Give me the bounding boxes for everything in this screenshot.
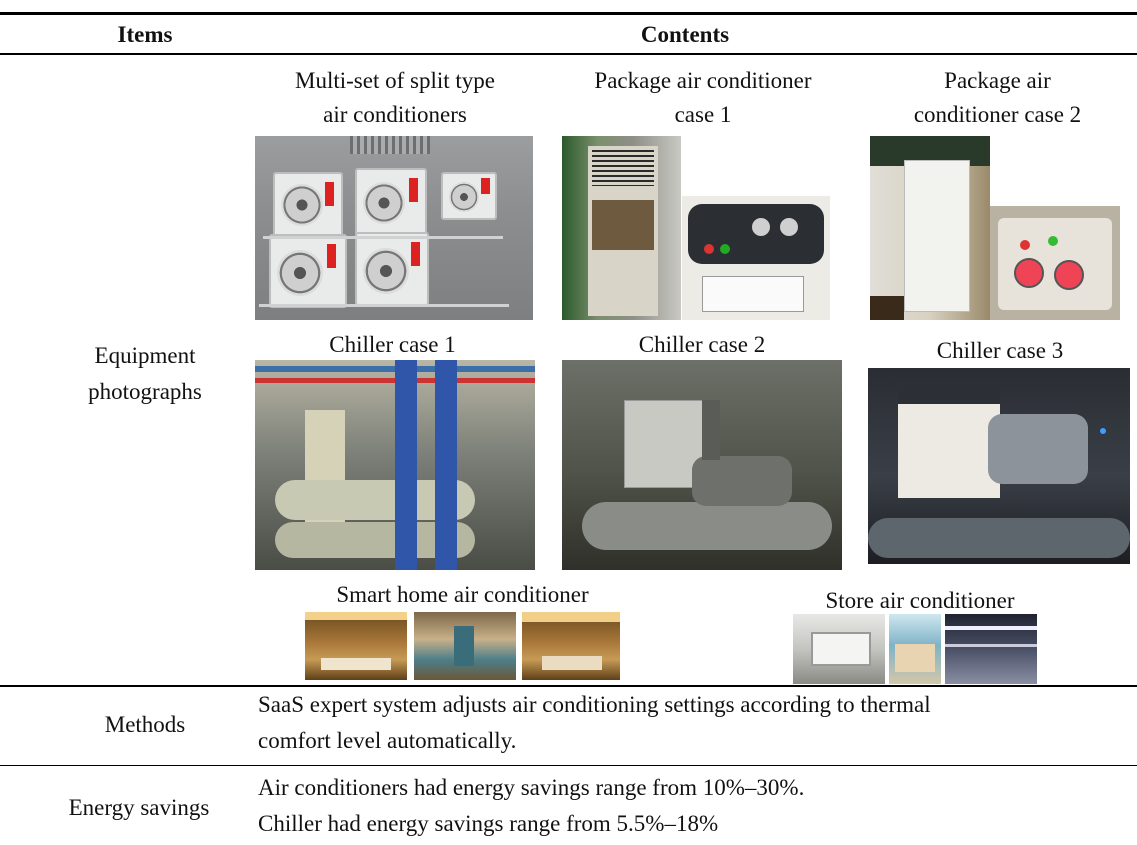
photo-chiller-1	[255, 360, 535, 570]
top-rule	[0, 12, 1137, 15]
methods-label: Methods	[104, 712, 186, 737]
photo-store-1	[793, 614, 885, 684]
caption-split-ac: Multi-set of split type air conditioners	[295, 68, 495, 127]
photo-smart-home-2	[414, 612, 516, 680]
photo-package-ac-1-panel	[682, 196, 830, 320]
photo-chiller-3	[868, 368, 1130, 564]
caption-chiller-3: Chiller case 3	[936, 338, 1064, 363]
caption-store: Store air conditioner	[825, 588, 1015, 613]
equipment-label: Equipment photographs	[40, 338, 250, 410]
photo-split-ac	[255, 136, 533, 320]
header-contents: Contents	[640, 22, 730, 47]
methods-text: SaaS expert system adjusts air condition…	[258, 692, 931, 753]
row-rule-methods	[0, 685, 1137, 687]
header-items: Items	[117, 22, 173, 47]
row-rule-energy	[0, 765, 1137, 766]
photo-store-3	[945, 614, 1037, 684]
photo-chiller-2	[562, 360, 842, 570]
caption-chiller-1: Chiller case 1	[329, 332, 456, 357]
energy-label: Energy savings	[68, 795, 210, 820]
header-rule	[0, 53, 1137, 55]
caption-package-ac-2: Package air conditioner case 2	[913, 68, 1082, 127]
caption-chiller-2: Chiller case 2	[638, 332, 766, 357]
equipment-label-line2: photographs	[88, 379, 202, 404]
caption-smart-home: Smart home air conditioner	[336, 582, 589, 607]
equipment-label-line1: Equipment	[94, 343, 196, 368]
photo-package-ac-2-panel	[990, 206, 1120, 320]
photo-package-ac-1-unit	[562, 136, 681, 320]
photo-package-ac-2-unit	[870, 136, 990, 320]
photo-smart-home-1	[305, 612, 407, 680]
caption-package-ac-1: Package air conditioner case 1	[594, 68, 812, 127]
photo-store-2	[889, 614, 941, 684]
photo-smart-home-3	[522, 612, 620, 680]
energy-text: Air conditioners had energy savings rang…	[258, 775, 805, 836]
